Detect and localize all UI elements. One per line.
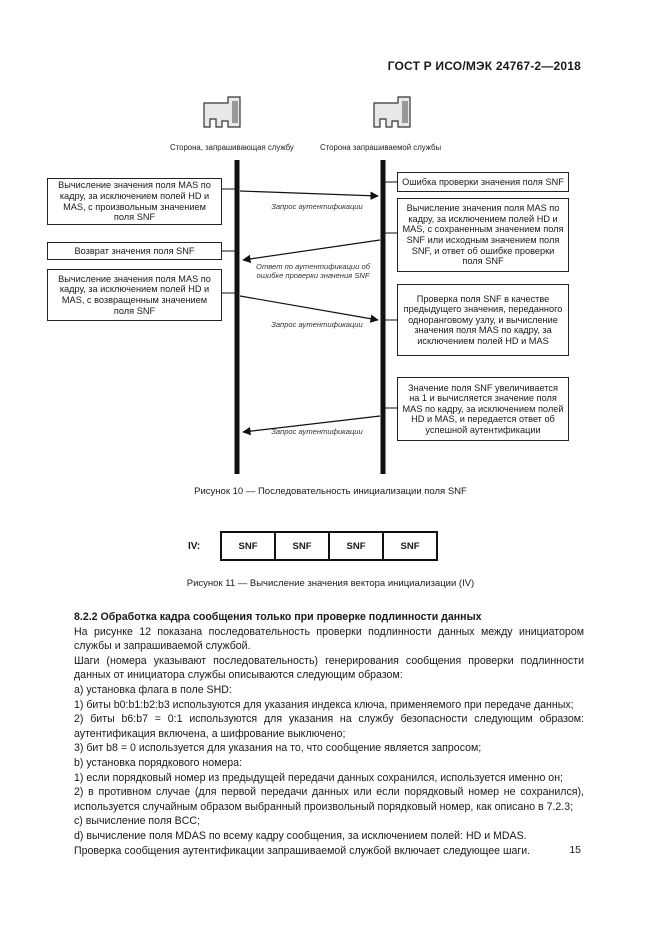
iv-cell: SNF <box>330 533 384 559</box>
list-item: с) вычисление поля BCC; <box>74 815 200 828</box>
right-box-4: Значение поля SNF увеличивается на 1 и в… <box>397 377 569 441</box>
arrow-request-1 <box>239 190 379 200</box>
iv-cell: SNF <box>276 533 330 559</box>
page-number: 15 <box>569 844 581 856</box>
list-item: d) вычисление поля MDAS по всему кадру с… <box>74 829 527 842</box>
arrow-response-error <box>242 239 381 264</box>
list-item: 3) бит b8 = 0 используется для указания … <box>74 742 482 755</box>
section-body: 8.2.2 Обработка кадра сообщения только п… <box>74 610 584 858</box>
section-heading: 8.2.2 Обработка кадра сообщения только п… <box>74 611 482 623</box>
arrow-label-4: Запрос аутентификации <box>271 427 363 436</box>
list-item: 1) биты b0:b1:b2:b3 используются для ука… <box>74 698 574 711</box>
arrow-request-3 <box>242 415 381 436</box>
left-box-2: Возврат значения поля SNF <box>47 242 222 260</box>
iv-diagram: IV: SNF SNF SNF SNF <box>188 531 438 561</box>
right-box-2: Вычисление значения поля MAS по кадру, з… <box>397 198 569 272</box>
paragraph: Шаги (номера указывают последовательност… <box>74 654 584 682</box>
document-header: ГОСТ Р ИСО/МЭК 24767-2—2018 <box>387 59 581 73</box>
paragraph: Проверка сообщения аутентификации запраш… <box>74 844 531 857</box>
left-box-1: Вычисление значения поля MAS по кадру, з… <box>47 178 222 225</box>
list-item: а) установка флага в поле SHD: <box>74 683 232 696</box>
figure10-caption: Рисунок 10 — Последовательность инициали… <box>194 486 467 497</box>
key-icon-left <box>203 96 241 128</box>
left-box-3: Вычисление значения поля MAS по кадру, з… <box>47 269 222 321</box>
left-party-label: Сторона, запрашивающая службу <box>170 143 294 152</box>
figure11-caption: Рисунок 11 — Вычисление значения вектора… <box>186 578 475 589</box>
right-box-1: Ошибка проверки значения поля SNF <box>397 172 569 192</box>
paragraph: На рисунке 12 показана последовательност… <box>74 625 584 653</box>
iv-cell: SNF <box>400 540 420 552</box>
right-box-3: Проверка поля SNF в качестве предыдущего… <box>397 284 569 356</box>
iv-cell: SNF <box>222 533 276 559</box>
right-party-label: Сторона запрашиваемой службы <box>320 143 442 152</box>
list-item: 2) биты b6:b7 = 0:1 используются для ука… <box>74 713 584 740</box>
key-icon-right <box>373 96 411 128</box>
iv-cells: SNF SNF SNF SNF <box>220 531 438 561</box>
arrow-label-2: Ответ по аутентификации об ошибке провер… <box>256 262 370 280</box>
list-item: 1) если порядковый номер из предыдущей п… <box>74 771 563 784</box>
arrow-label-1: Запрос аутентификации <box>271 202 363 211</box>
iv-label: IV: <box>188 540 201 552</box>
arrow-request-2 <box>239 295 379 323</box>
list-item: 2) в противном случае (для первой переда… <box>74 786 584 813</box>
arrow-label-3: Запрос аутентификации <box>271 320 363 329</box>
diagram-lines <box>203 96 411 474</box>
list-item: b) установка порядкового номера: <box>74 756 243 769</box>
sequence-diagram: Сторона, запрашивающая службу Сторона за… <box>47 96 569 474</box>
